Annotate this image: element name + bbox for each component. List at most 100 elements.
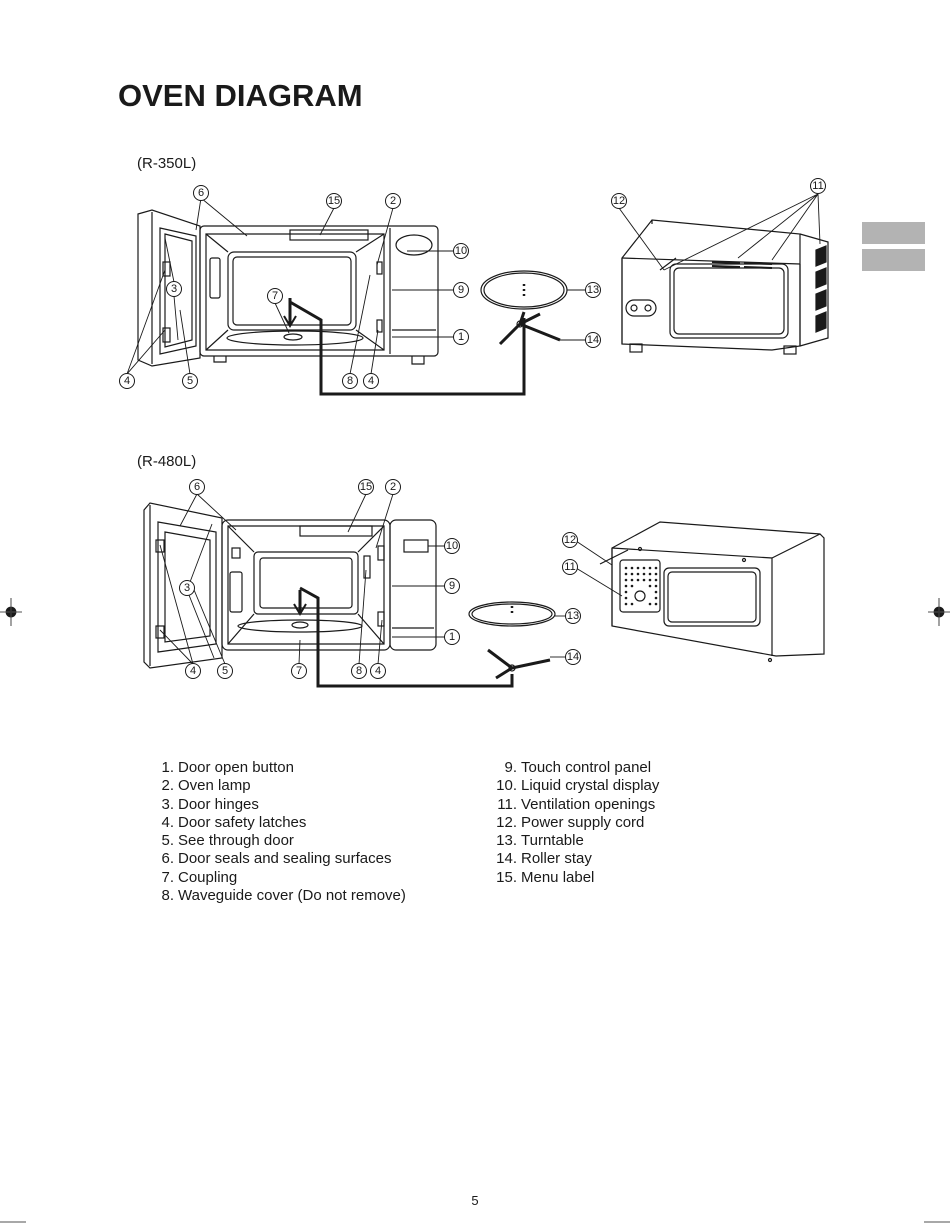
callout-1: 1	[453, 329, 469, 345]
model-label-r480l: (R-480L)	[137, 453, 197, 470]
legend-item: 13.Turntable	[496, 832, 584, 850]
callout-4: 4	[119, 373, 135, 389]
callout-5-r480: 5	[217, 663, 233, 679]
callout-6: 6	[193, 185, 209, 201]
svg-text:7: 7	[272, 290, 278, 302]
callout-4b-r480: 4	[370, 663, 386, 679]
r350l-front-oven	[137, 209, 439, 367]
svg-text:6: 6	[198, 187, 204, 199]
legend-item: 8.Waveguide cover (Do not remove)	[161, 887, 406, 905]
registration-crosshair-icon	[0, 598, 22, 626]
svg-text:13: 13	[567, 610, 579, 622]
legend-right-column: 9.Touch control panel 10.Liquid crystal …	[486, 759, 659, 887]
callout-3: 3	[166, 281, 182, 297]
svg-text:14: 14	[567, 651, 579, 663]
r480l-roller-stay	[487, 648, 551, 680]
legend-item: 10.Liquid crystal display	[496, 777, 660, 795]
legend-item: 11.Ventilation openings	[497, 795, 656, 813]
svg-text:11: 11	[564, 561, 575, 573]
callout-7-r480: 7	[291, 663, 307, 679]
svg-text:9: 9	[449, 580, 455, 592]
legend-item: 1.Door open button	[161, 759, 294, 776]
callout-8: 8	[342, 373, 358, 389]
legend-item: 5.See through door	[161, 832, 294, 850]
callout-1-r480: 1	[444, 629, 460, 645]
callout-9: 9	[453, 282, 469, 298]
registration-crosshair-icon-right	[928, 598, 950, 626]
svg-text:13: 13	[587, 284, 599, 296]
callout-2-r480: 2	[385, 479, 401, 495]
callout-12: 12	[611, 193, 627, 209]
leader-lines	[126, 193, 821, 665]
r480l-turntable	[468, 601, 556, 627]
callout-2: 2	[385, 193, 401, 209]
callout-15-r480: 15	[358, 479, 374, 495]
legend-item: 6.Door seals and sealing surfaces	[161, 850, 392, 868]
svg-text:15: 15	[360, 481, 372, 493]
svg-text:2: 2	[390, 195, 396, 207]
callouts: 6 15 2 10 9 1 7 3 4 5 8 4 13 14 12 11 6 …	[119, 178, 826, 679]
svg-text:6: 6	[194, 481, 200, 493]
svg-text:15: 15	[328, 195, 340, 207]
callout-13: 13	[585, 282, 601, 298]
svg-text:12: 12	[564, 534, 576, 546]
callout-14: 14	[585, 332, 601, 348]
svg-text:2: 2	[390, 481, 396, 493]
callout-8-r480: 8	[351, 663, 367, 679]
svg-text:12: 12	[613, 195, 625, 207]
svg-text:1: 1	[449, 631, 455, 643]
callout-14-r480: 14	[565, 649, 581, 665]
legend-item: 9.Touch control panel	[504, 759, 652, 776]
section-tab-lower	[862, 249, 925, 271]
svg-text:8: 8	[347, 375, 353, 387]
svg-text:5: 5	[187, 375, 193, 387]
svg-text:4: 4	[375, 665, 381, 677]
callout-15: 15	[326, 193, 342, 209]
callout-11: 11	[810, 178, 826, 194]
r350l-turntable	[480, 270, 568, 310]
r480l-rear-view	[599, 521, 825, 663]
svg-text:8: 8	[356, 665, 362, 677]
svg-text:5: 5	[222, 665, 228, 677]
r480l-front-oven	[143, 502, 437, 669]
legend-item: 15.Menu label	[496, 868, 595, 886]
page-number: 5	[471, 1193, 479, 1208]
legend-item: 7.Coupling	[161, 868, 238, 886]
legend-item: 2.Oven lamp	[161, 777, 251, 795]
legend-left-column: 1.Door open button 2.Oven lamp 3.Door hi…	[148, 759, 406, 905]
model-label-r350l: (R-350L)	[137, 155, 197, 172]
callout-10-r480: 10	[444, 538, 460, 554]
legend-item: 12.Power supply cord	[496, 813, 645, 831]
callout-9-r480: 9	[444, 578, 460, 594]
svg-text:3: 3	[171, 283, 177, 295]
legend-item: 14.Roller stay	[496, 850, 592, 868]
callout-13-r480: 13	[565, 608, 581, 624]
callout-10: 10	[453, 243, 469, 259]
r350l-roller-stay	[498, 311, 561, 346]
svg-text:7: 7	[296, 665, 302, 677]
callout-12-r480: 12	[562, 532, 578, 548]
svg-text:4: 4	[190, 665, 196, 677]
svg-text:9: 9	[458, 284, 464, 296]
svg-text:10: 10	[455, 245, 467, 257]
callout-4-r480: 4	[185, 663, 201, 679]
page-title: OVEN DIAGRAM	[118, 78, 363, 113]
svg-text:14: 14	[587, 334, 599, 346]
r350l-rear-view	[621, 219, 829, 355]
legend-item: 3.Door hinges	[161, 795, 259, 813]
svg-text:10: 10	[446, 540, 458, 552]
callout-11-r480: 11	[562, 559, 578, 575]
r480l-coupling-link	[299, 586, 514, 688]
svg-text:11: 11	[812, 180, 823, 192]
callout-7: 7	[267, 288, 283, 304]
legend-item: 4.Door safety latches	[161, 813, 307, 831]
callout-5: 5	[182, 373, 198, 389]
svg-text:4: 4	[124, 375, 130, 387]
svg-text:4: 4	[368, 375, 374, 387]
svg-text:3: 3	[184, 582, 190, 594]
callout-4b: 4	[363, 373, 379, 389]
section-tab-upper	[862, 222, 925, 244]
r350l-coupling-link	[289, 300, 526, 396]
callout-3-r480: 3	[179, 580, 195, 596]
